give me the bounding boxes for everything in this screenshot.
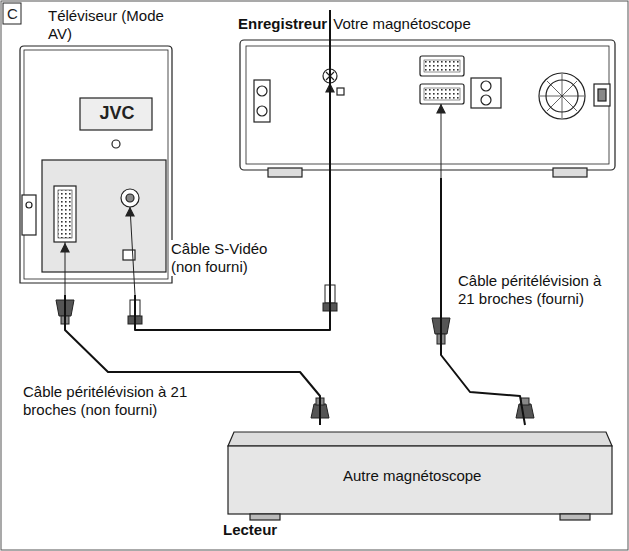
figure-tag: C: [6, 5, 19, 23]
device-label: Enregistreur: [238, 15, 327, 33]
cable-label: Câble péritélévision à 21 broches (fourn…: [457, 272, 619, 308]
tv-rear: [20, 46, 172, 295]
device-sublabel: Votre magnétoscope: [333, 15, 471, 33]
recorder-vcr: Enregistreur Votre magnétoscope: [230, 10, 620, 178]
vcr-rear: [240, 40, 615, 178]
device-label: Téléviseur (Mode AV): [48, 7, 170, 43]
other-vcr: [228, 432, 612, 520]
player-vcr: Autre magnétoscopeLecteur: [215, 425, 620, 547]
figure-tag-box: [3, 3, 21, 24]
cable-label: Câble péritélévision à 21 broches (non f…: [22, 383, 202, 419]
s-video-cable: [135, 10, 330, 330]
brand-logo: JVC: [80, 103, 154, 125]
device-sublabel: Lecteur: [223, 521, 277, 539]
cable-label: Câble S-Vidéo (non fourni): [170, 240, 284, 276]
tv-set: Téléviseur (Mode AV): [10, 5, 180, 295]
device-label: Autre magnétoscope: [343, 467, 513, 485]
